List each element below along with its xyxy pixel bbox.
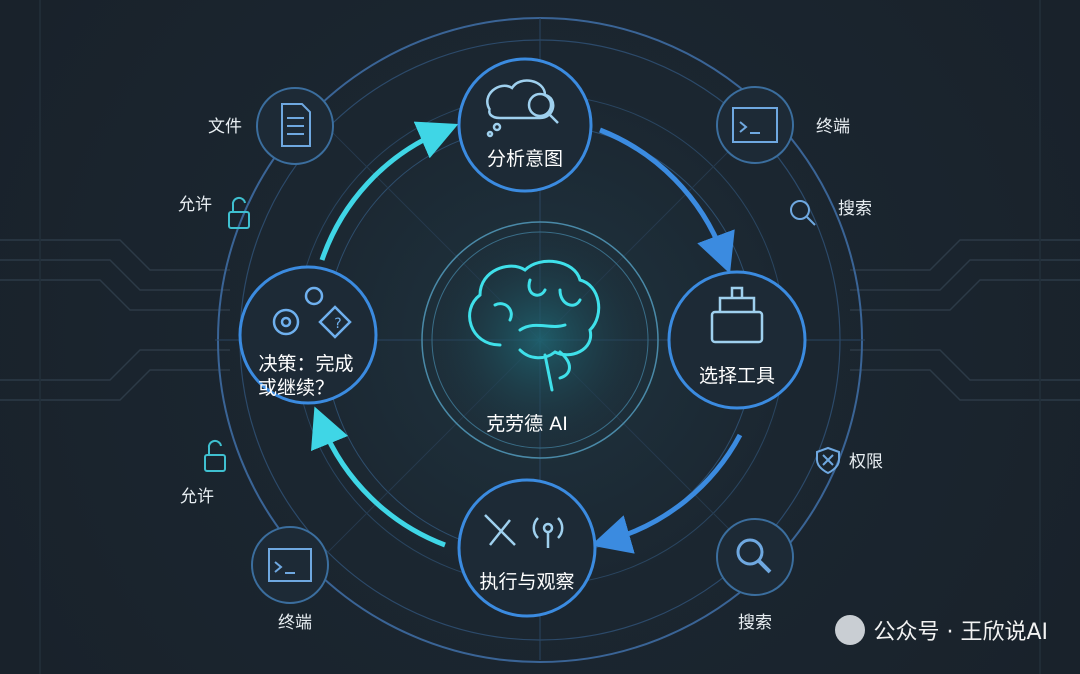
- center-hub: 克劳德 AI: [420, 220, 660, 460]
- toolbox-icon: [710, 286, 764, 344]
- center-label: 克劳德 AI: [486, 413, 568, 435]
- label-terminal-top: 终端: [816, 117, 850, 137]
- arrow-to-execute: [590, 433, 743, 554]
- label-allow-bottom: 允许: [180, 487, 214, 507]
- search-icon-small: [790, 200, 816, 226]
- label-terminal-bottom: 终端: [278, 613, 312, 633]
- label-file: 文件: [208, 117, 242, 137]
- step-decide: ? 决策：完成 或继续？: [238, 265, 378, 405]
- step-analyze-intent: 分析意图: [457, 57, 593, 193]
- watermark-text: 公众号 · 王欣说AI: [873, 620, 1048, 645]
- label-permission: 权限: [849, 452, 883, 472]
- label-allow-top: 允许: [178, 195, 212, 215]
- gears-question-icon: [272, 286, 352, 339]
- step-label-line1: 决策：完成: [258, 353, 353, 375]
- satellite-file: [256, 87, 334, 165]
- loop-arrows: [311, 121, 743, 554]
- terminal-icon: [732, 107, 778, 143]
- watermark: 公众号 · 王欣说AI: [835, 614, 1048, 646]
- tools-signal-icon: [484, 514, 564, 548]
- step-label: 分析意图: [487, 148, 563, 170]
- search-icon: [736, 538, 764, 566]
- question-mark: ?: [334, 316, 341, 332]
- terminal-icon: [268, 548, 312, 582]
- unlock-icon-bottom: [204, 439, 226, 472]
- brain-icon: [468, 259, 601, 392]
- step-label-line2: 或继续？: [258, 377, 334, 399]
- thought-search-icon: [486, 79, 559, 138]
- shield-icon: [816, 446, 840, 475]
- satellite-terminal-top: [716, 86, 794, 164]
- satellite-terminal-bottom: [251, 526, 329, 604]
- label-search-top: 搜索: [838, 199, 872, 219]
- unlock-icon-top: [228, 196, 250, 229]
- arrow-to-analyze: [319, 121, 459, 261]
- label-search-bottom: 搜索: [738, 613, 772, 633]
- arrow-to-decide: [311, 406, 446, 548]
- step-select-tool: 选择工具: [667, 270, 807, 410]
- wechat-logo-icon: [835, 615, 866, 645]
- step-label: 执行与观察: [479, 571, 574, 593]
- document-icon: [281, 103, 311, 147]
- step-execute-observe: 执行与观察: [457, 478, 597, 618]
- arrow-to-select: [599, 127, 735, 274]
- step-label: 选择工具: [699, 365, 775, 387]
- satellite-search-bottom: [716, 518, 794, 596]
